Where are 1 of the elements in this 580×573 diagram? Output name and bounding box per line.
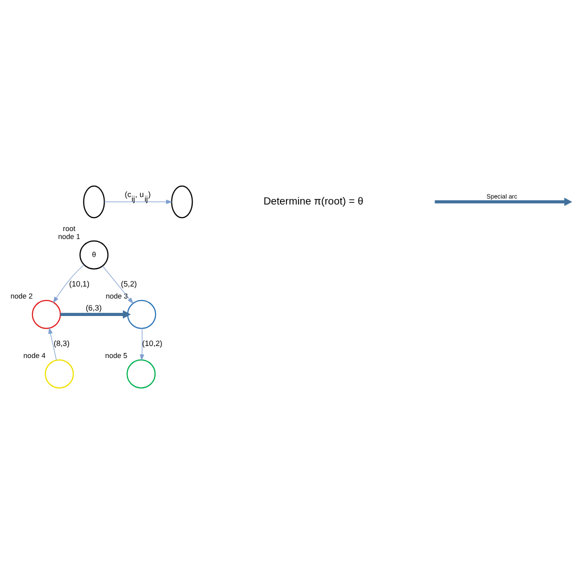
label: Determine π(root) = θ [263, 196, 364, 207]
